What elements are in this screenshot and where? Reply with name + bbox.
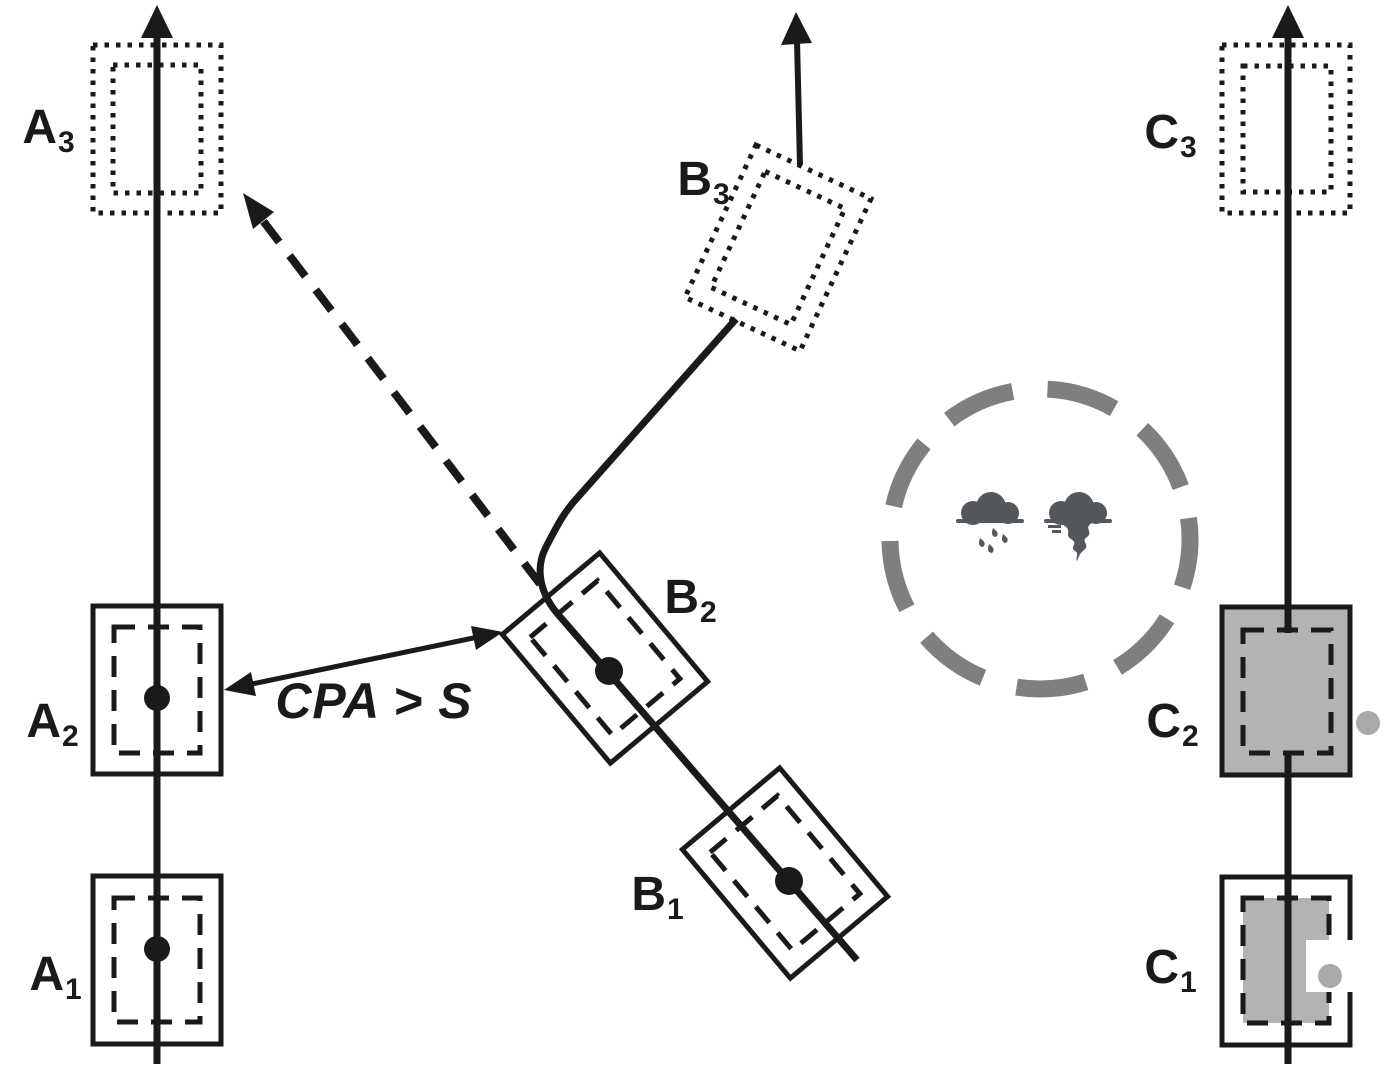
evasive-course-arrow bbox=[243, 193, 544, 587]
label-b2: B2 bbox=[664, 571, 717, 629]
cpa-arrowhead-right bbox=[471, 626, 503, 650]
label-c1: C1 bbox=[1144, 941, 1197, 999]
label-a3: A3 bbox=[22, 101, 75, 159]
vessel-c3-domain bbox=[1240, 63, 1334, 195]
vessel-a3-domain bbox=[110, 62, 204, 196]
track-a bbox=[141, 5, 173, 1064]
cpa-annotation: CPA > S bbox=[275, 673, 473, 729]
label-b1: B1 bbox=[631, 868, 684, 926]
vessel-a1-position-dot bbox=[144, 936, 170, 962]
label-c3: C3 bbox=[1144, 106, 1197, 164]
rain-cloud-icon bbox=[956, 492, 1024, 554]
track-c bbox=[1272, 5, 1304, 1064]
evasive-arrowhead bbox=[243, 193, 274, 229]
label-a2: A2 bbox=[26, 695, 79, 753]
vessel-c2 bbox=[1219, 604, 1380, 778]
vessel-b3 bbox=[681, 141, 875, 355]
vessel-b1-position-dot bbox=[775, 867, 803, 895]
label-b3: B3 bbox=[677, 153, 730, 211]
track-b bbox=[536, 12, 860, 963]
track-b-arrowhead bbox=[781, 12, 812, 45]
tornado-icon bbox=[1044, 492, 1112, 561]
label-c2: C2 bbox=[1146, 695, 1199, 753]
cpa-arrowhead-left bbox=[224, 672, 256, 696]
vessel-c1-offtrack-dot bbox=[1318, 964, 1342, 988]
label-a1: A1 bbox=[29, 948, 82, 1006]
vessel-b2-position-dot bbox=[595, 657, 623, 685]
track-c-arrowhead bbox=[1272, 5, 1304, 38]
weather-zone-dashed-circle bbox=[881, 380, 1199, 698]
vessel-a2-position-dot bbox=[144, 685, 170, 711]
weather-hazard-zone bbox=[881, 380, 1199, 698]
cpa-arrow bbox=[224, 626, 503, 696]
vessel-b2-domain bbox=[526, 577, 684, 739]
track-b-curve bbox=[536, 316, 860, 963]
vessel-c2-offtrack-dot bbox=[1356, 711, 1380, 735]
track-a-arrowhead bbox=[141, 5, 173, 38]
